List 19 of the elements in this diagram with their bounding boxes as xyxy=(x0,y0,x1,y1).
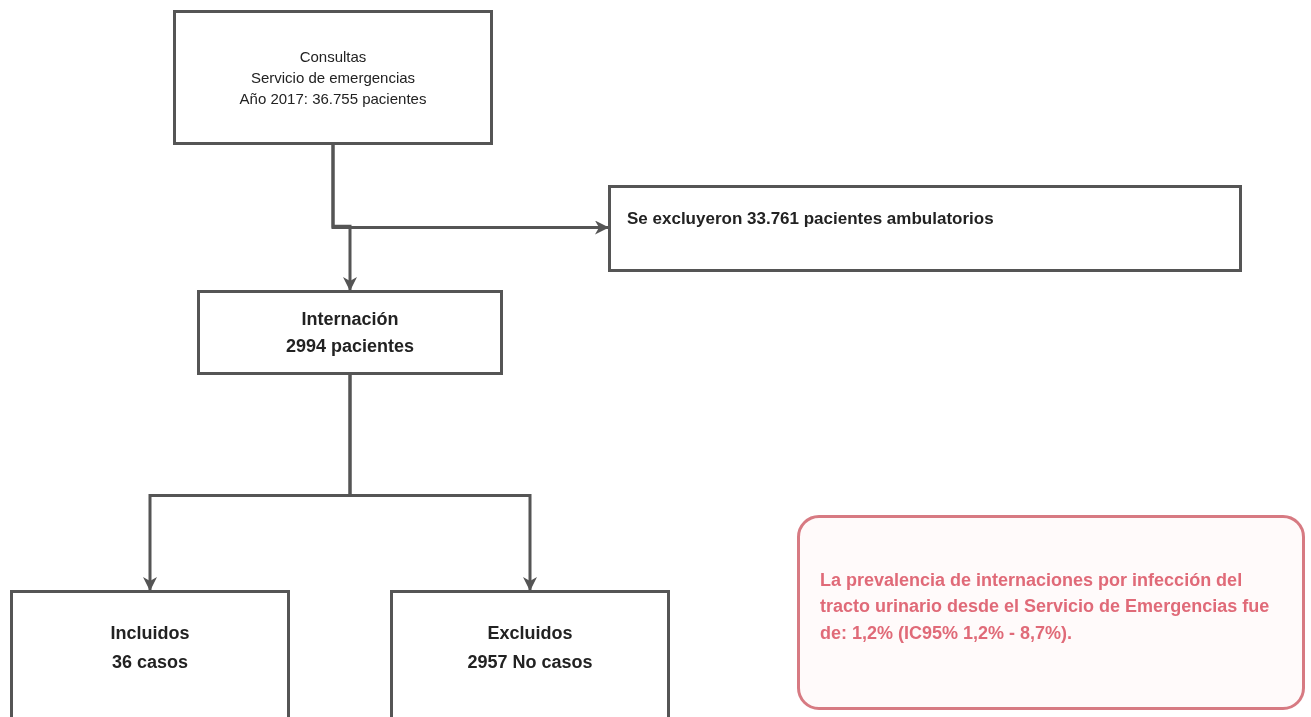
note-box xyxy=(797,515,1305,710)
node-text: Excluidos xyxy=(487,622,573,645)
process-box xyxy=(173,10,493,145)
node-text: 2957 No casos xyxy=(467,650,593,674)
node-text: Internación xyxy=(301,307,399,331)
node-text: Se excluyeron 33.761 pacientes ambulatorios xyxy=(627,208,994,231)
note-text: La prevalencia de internaciones por infección del tracto urinario desde el Servicio de Emergencias fue de: 1,2% (IC95% 1,2% - 8,7%). xyxy=(820,569,1271,645)
process-box xyxy=(10,590,290,717)
process-box xyxy=(197,290,503,375)
node-text: 2994 pacientes xyxy=(285,334,415,358)
arrow xyxy=(331,145,609,235)
process-box xyxy=(390,590,670,717)
node-text: 36 casos xyxy=(111,650,189,674)
arrow xyxy=(348,375,537,591)
node-text: Servicio de emergencias xyxy=(250,68,416,88)
node-text: Año 2017: 36.755 pacientes xyxy=(239,89,427,109)
process-box xyxy=(608,185,1242,272)
node-text: Consultas xyxy=(299,47,367,67)
node-text: Incluidos xyxy=(110,622,190,645)
